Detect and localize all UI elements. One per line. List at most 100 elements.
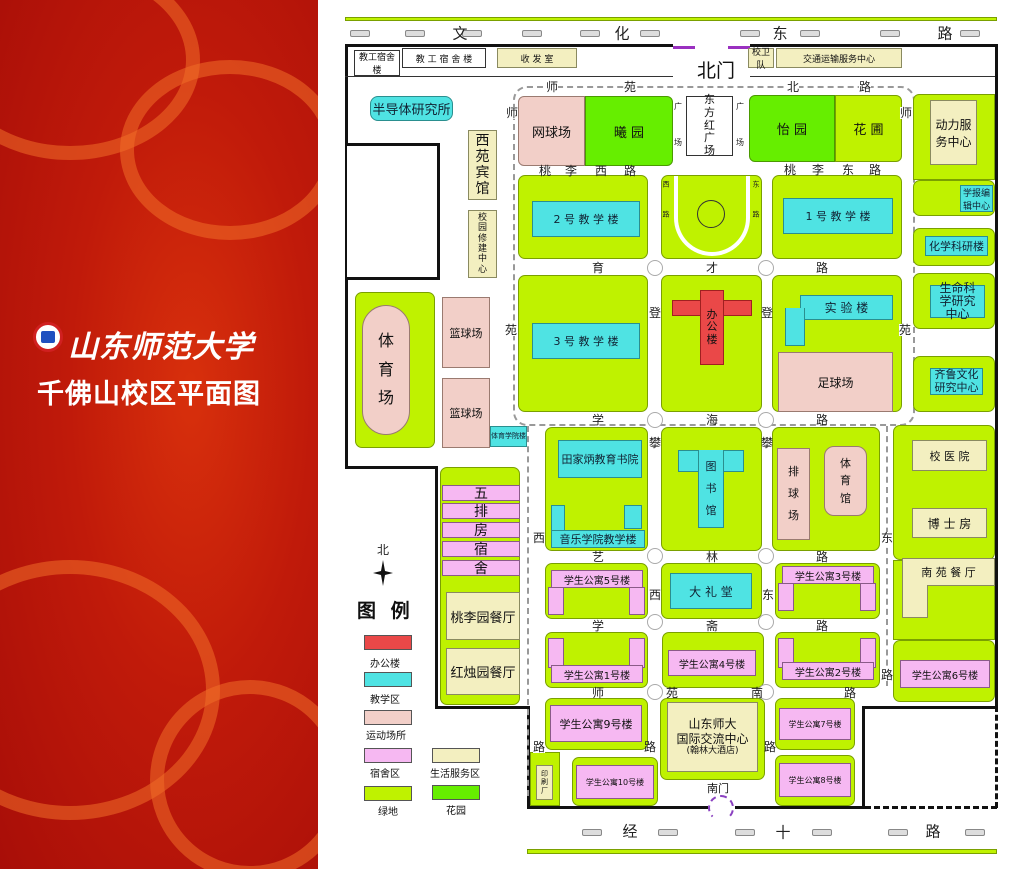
road-label: 师 xyxy=(899,106,913,120)
life-science-research-center[interactable]: 生命科学研究中心 xyxy=(930,281,985,321)
student-dorm-5[interactable]: 学生公寓5号楼 xyxy=(551,570,643,588)
taoli-canteen[interactable]: 桃李园餐厅 xyxy=(446,592,520,640)
road-marking xyxy=(800,30,820,37)
office-building[interactable]: 办公楼 xyxy=(700,290,724,365)
basketball-court-2[interactable]: 篮球场 xyxy=(442,378,490,448)
campus-wall xyxy=(735,806,865,809)
roundabout xyxy=(647,260,663,276)
campus-wall xyxy=(345,466,438,469)
campus-construction-center[interactable]: 校园修建中心 xyxy=(468,210,497,278)
flower-bed[interactable]: 花 圃 xyxy=(835,95,902,162)
student-dorm-2[interactable]: 学生公寓2号楼 xyxy=(782,662,874,680)
dorm-wing xyxy=(629,638,645,668)
five-rows-dorm-2[interactable]: 排 xyxy=(442,503,520,520)
music-college-wing[interactable] xyxy=(551,505,565,531)
legend-swatch-teaching xyxy=(364,672,412,687)
printing-factory[interactable]: 印刷厂 xyxy=(536,765,553,800)
campus-guard[interactable]: 校卫队 xyxy=(748,48,774,71)
music-college-wing[interactable] xyxy=(624,505,642,529)
teaching-building-1[interactable]: 1 号 教 学 楼 xyxy=(783,198,893,234)
student-dorm-10[interactable]: 学生公寓10号楼 xyxy=(576,765,654,799)
legend-swatch-service xyxy=(432,748,480,763)
roundabout xyxy=(758,684,774,700)
xiyuan-hotel[interactable]: 西苑宾馆 xyxy=(468,130,497,200)
five-rows-dorm-3[interactable]: 房 xyxy=(442,522,520,539)
qilu-culture-research-center[interactable]: 齐鲁文化研究中心 xyxy=(930,368,983,395)
road-label: 化 xyxy=(614,24,630,43)
road-label: 路 xyxy=(815,261,829,275)
road-label: 路 xyxy=(532,740,546,754)
student-dorm-4[interactable]: 学生公寓4号楼 xyxy=(668,650,756,676)
campus-wall xyxy=(435,466,438,709)
road-label: 东 xyxy=(772,24,788,43)
map-title: 千佛山校区平面图 xyxy=(37,379,261,410)
road-label: 西 xyxy=(594,164,608,178)
legend-label: 教学区 xyxy=(370,695,400,706)
student-dorm-1[interactable]: 学生公寓1号楼 xyxy=(551,665,643,683)
roundabout xyxy=(647,548,663,564)
road-label: 路 xyxy=(815,413,829,427)
mailroom[interactable]: 收 发 室 xyxy=(497,48,577,68)
road-label: 路 xyxy=(815,550,829,564)
hongzhu-canteen[interactable]: 红烛园餐厅 xyxy=(446,648,520,695)
road-label: 场 xyxy=(736,138,744,147)
road-label: 师 xyxy=(505,106,519,120)
doctoral-housing[interactable]: 博 士 房 xyxy=(912,508,987,538)
road-label: 海 xyxy=(705,413,719,427)
student-dorm-9[interactable]: 学生公寓9号楼 xyxy=(550,705,642,742)
staff-dorm-building[interactable]: 教 工 宿 舍 楼 xyxy=(402,48,486,68)
road-label: 苑 xyxy=(665,686,679,700)
transport-service-center[interactable]: 交通运输服务中心 xyxy=(776,48,902,68)
pe-college-building[interactable]: 体育学院楼 xyxy=(490,426,527,447)
road-label: 苑 xyxy=(623,80,637,94)
nanyuan-canteen-wing[interactable] xyxy=(902,585,928,618)
campus-wall xyxy=(995,706,998,808)
teaching-building-2[interactable]: 2 号 教 学 楼 xyxy=(532,201,640,237)
power-service-center[interactable]: 动力服务中心 xyxy=(930,100,977,165)
road-label: 路 xyxy=(868,163,882,177)
student-dorm-3[interactable]: 学生公寓3号楼 xyxy=(782,566,874,584)
gymnasium[interactable]: 体育馆 xyxy=(824,446,867,516)
xiyuan-garden[interactable]: 曦 园 xyxy=(585,96,673,166)
student-dorm-7[interactable]: 学生公寓7号楼 xyxy=(779,708,851,740)
tianjiabing-education-academy[interactable]: 田家炳教育书院 xyxy=(558,440,642,478)
laboratory-building[interactable]: 实 验 楼 xyxy=(800,295,893,320)
north-gate-mark xyxy=(728,46,750,49)
dongfanghong-square[interactable]: 东方红广场 xyxy=(686,94,733,157)
legend-swatch-lawn xyxy=(364,786,412,801)
teaching-building-3[interactable]: 3 号 教 学 楼 xyxy=(532,323,640,359)
nanyuan-canteen[interactable]: 南 苑 餐 厅 xyxy=(902,558,995,586)
staff-dorm-building[interactable]: 教工宿舍楼 xyxy=(354,50,400,76)
music-college-building[interactable]: 音乐学院教学楼 xyxy=(551,530,645,548)
reserved-lot xyxy=(347,143,440,280)
stadium[interactable]: 体育场 xyxy=(362,305,410,435)
student-dorm-6[interactable]: 学生公寓6号楼 xyxy=(900,660,990,688)
journal-editorial-center[interactable]: 学报编辑中心 xyxy=(960,185,993,212)
grand-auditorium[interactable]: 大 礼 堂 xyxy=(670,573,752,609)
road-label: 东 xyxy=(880,531,894,545)
swirl-decoration xyxy=(120,60,318,240)
road-label: 路 xyxy=(623,164,637,178)
road-marking xyxy=(522,30,542,37)
volleyball-court[interactable]: 排球场 xyxy=(777,448,810,540)
five-rows-dorm-4[interactable]: 宿 xyxy=(442,541,520,558)
five-rows-dorm-5[interactable]: 舍 xyxy=(442,560,520,577)
school-hospital[interactable]: 校 医 院 xyxy=(912,440,987,471)
road-label: 西 xyxy=(648,588,662,602)
tennis-court[interactable]: 网球场 xyxy=(518,96,585,166)
roundabout xyxy=(758,260,774,276)
international-exchange-center[interactable]: 山东师大 国际交流中心 (翰林大酒店) xyxy=(667,702,758,772)
five-rows-dorm-1[interactable]: 五 xyxy=(442,485,520,502)
laboratory-building-wing[interactable] xyxy=(785,308,805,346)
chemistry-research-building[interactable]: 化学科研楼 xyxy=(925,236,988,256)
basketball-court-1[interactable]: 篮球场 xyxy=(442,297,490,368)
semiconductor-institute[interactable]: 半导体研究所 xyxy=(370,96,453,121)
dorm-wing xyxy=(860,583,876,611)
student-dorm-8[interactable]: 学生公寓8号楼 xyxy=(779,763,851,797)
library[interactable]: 图书馆 xyxy=(698,450,724,528)
loop-road xyxy=(886,426,888,686)
south-gate-mark xyxy=(708,795,734,821)
yiyuan-garden[interactable]: 怡 园 xyxy=(749,95,835,162)
road-label: 登 xyxy=(760,306,774,320)
football-field[interactable]: 足球场 xyxy=(778,352,893,412)
